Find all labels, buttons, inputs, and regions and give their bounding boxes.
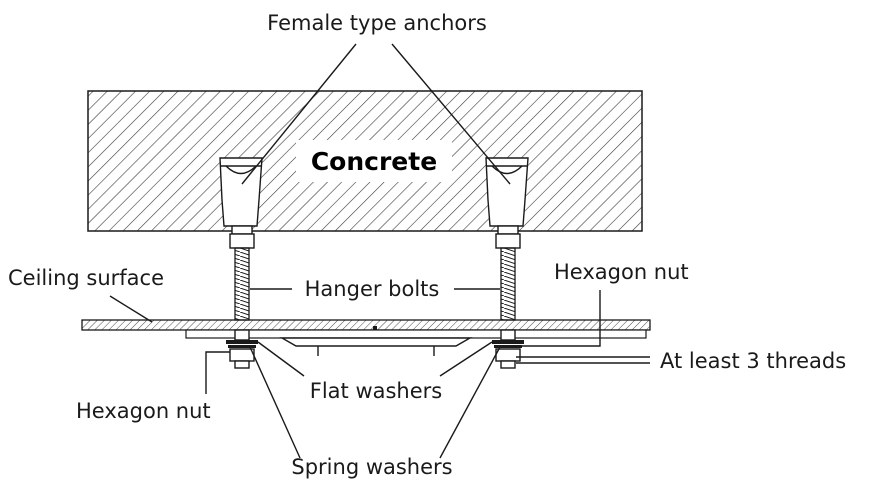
spring-washers-label: Spring washers: [291, 455, 452, 479]
leader-lines: [109, 43, 650, 459]
concrete-label: Concrete: [311, 147, 437, 176]
left-spring-washer: [228, 345, 256, 348]
flat-washers-label: Flat washers: [310, 379, 442, 403]
ceiling-surface: [81, 319, 651, 356]
ceiling-surface-label: Ceiling surface: [8, 266, 164, 290]
left-flat-washer: [226, 340, 258, 344]
hanger-bolts-label: Hanger bolts: [305, 277, 440, 301]
threads-label: At least 3 threads: [660, 349, 846, 373]
hexagon-nut-left-label: Hexagon nut: [76, 399, 211, 423]
concrete-slab: Concrete: [87, 90, 643, 232]
right-hexagon-nut: [495, 348, 521, 362]
female-anchors-label: Female type anchors: [267, 11, 487, 35]
left-hexagon-nut: [229, 348, 255, 362]
right-anchor-assembly: [485, 157, 529, 369]
right-spring-washer: [494, 345, 522, 348]
right-flat-washer: [492, 340, 524, 344]
left-female-anchor: [219, 157, 263, 227]
labels: Female type anchors Ceiling surface Hang…: [8, 11, 846, 479]
hexagon-nut-right-label: Hexagon nut: [554, 260, 689, 284]
right-hanger-bolt: [500, 247, 516, 321]
left-anchor-assembly: [219, 157, 263, 369]
right-female-anchor: [485, 157, 529, 227]
left-hanger-bolt: [234, 247, 250, 321]
